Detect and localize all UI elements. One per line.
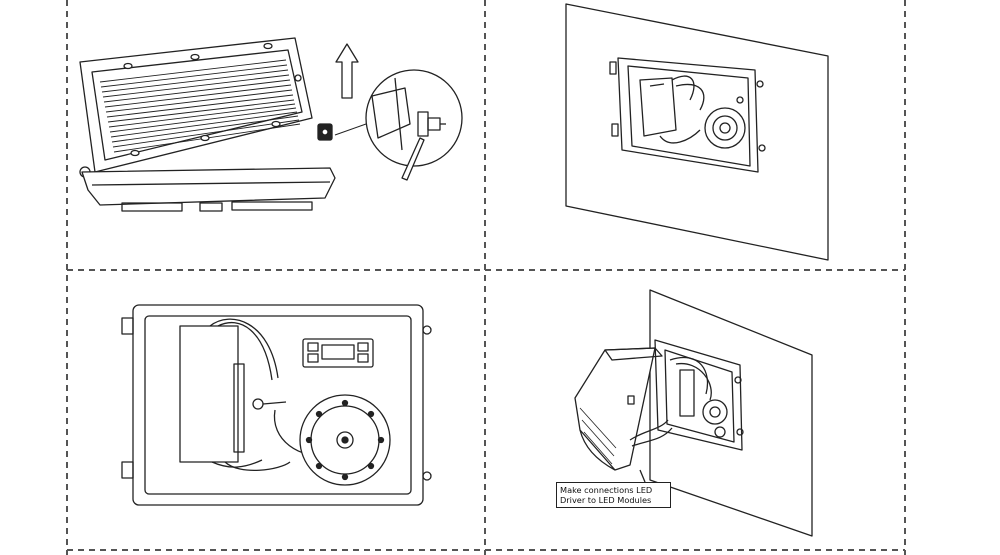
led-module [704, 107, 746, 149]
lens-louvers [99, 59, 301, 153]
wiring-callout-label: Make connections LED Driver to LED Modul… [556, 482, 671, 508]
panel-wiring-connection [574, 289, 813, 537]
callout-line-1: Make connections LED [560, 485, 653, 495]
up-arrow-icon [335, 43, 359, 99]
panel-backplate-interior [121, 304, 432, 506]
led-driver [179, 325, 239, 463]
frame-screws [123, 42, 302, 157]
backplate-outer [132, 304, 424, 506]
led-driver [639, 77, 677, 137]
panel-fixture-housing [79, 37, 463, 212]
panel-dividers [66, 0, 906, 555]
panel-backplate-wall [565, 3, 829, 261]
detail-magnifier [365, 69, 463, 167]
callout-line-2: Driver to LED Modules [560, 495, 652, 505]
terminal-block [302, 338, 374, 368]
fixture-body [574, 347, 656, 471]
screwdriver-icon [401, 137, 425, 181]
